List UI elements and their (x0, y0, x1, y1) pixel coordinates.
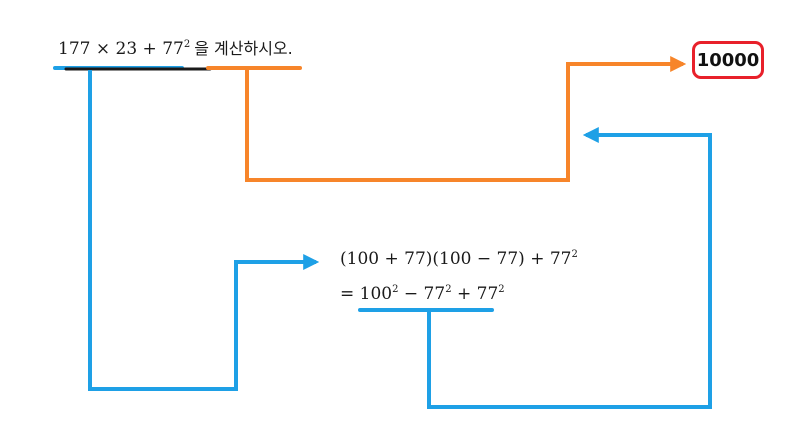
orange-path-to-answer (245, 56, 687, 182)
plus-sign: + (137, 39, 163, 59)
problem-term-177: 177 (58, 39, 91, 59)
step2-exp-2: 2 (445, 284, 452, 295)
problem-term-23: 23 (115, 39, 138, 59)
blue-path-step-to-answer (427, 127, 712, 409)
answer-box: 10000 (692, 41, 764, 79)
step2-term-77b: 77 (476, 284, 499, 304)
step2-term-100: 100 (359, 284, 393, 304)
problem-term-77: 77 (162, 39, 184, 59)
blue-path-to-step (88, 70, 320, 391)
times-sign: × (90, 39, 116, 59)
exponent: 2 (183, 39, 191, 50)
answer-value: 10000 (696, 49, 760, 71)
problem-instruction: 을 계산하시오. (194, 39, 293, 58)
step-line-2: = 1002 − 772 + 772 (340, 282, 505, 306)
step2-equals: = (340, 284, 360, 304)
step1-exponent: 2 (571, 249, 578, 260)
step2-minus: − (398, 284, 424, 304)
step2-plus: + (451, 284, 477, 304)
step2-term-77a: 77 (423, 284, 446, 304)
step1-expression: (100 + 77)(100 − 77) + 77 (340, 249, 572, 269)
step2-exp-3: 2 (498, 284, 505, 295)
step-line-1: (100 + 77)(100 − 77) + 772 (340, 247, 578, 271)
step2-exp-1: 2 (392, 284, 399, 295)
